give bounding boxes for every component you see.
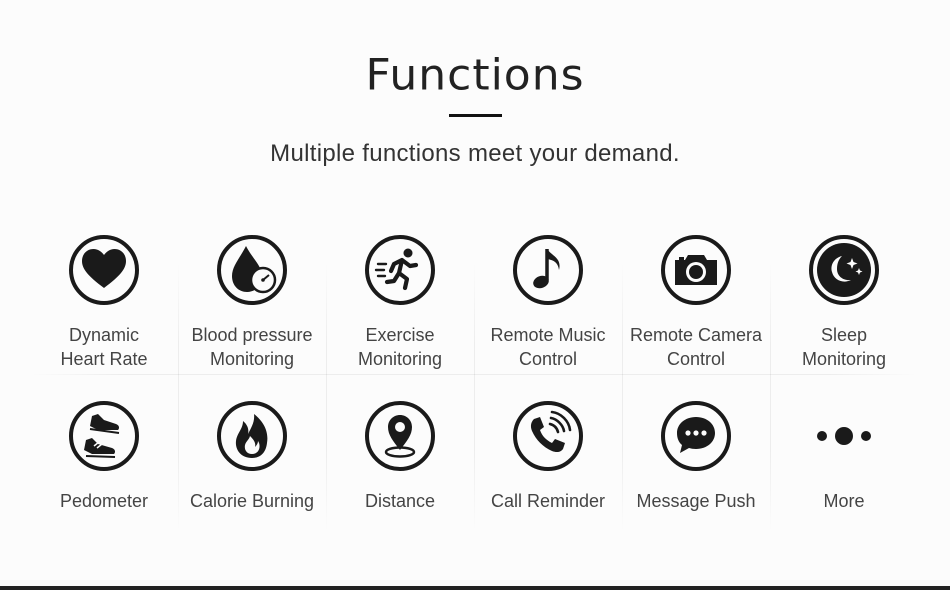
music-note-icon bbox=[512, 234, 584, 306]
feature-label: Message Push bbox=[636, 491, 756, 511]
page-title: Functions bbox=[365, 50, 585, 101]
flame-icon bbox=[216, 400, 288, 472]
location-pin-icon bbox=[364, 400, 436, 472]
chat-bubble-icon bbox=[660, 400, 732, 472]
running-icon bbox=[364, 234, 436, 306]
camera-icon bbox=[660, 234, 732, 306]
feature-label: More bbox=[823, 491, 865, 511]
blood-pressure-icon bbox=[216, 234, 288, 306]
feature-label: Calorie Burning bbox=[189, 491, 315, 511]
grid-divider bbox=[622, 262, 623, 532]
phone-call-icon bbox=[512, 400, 584, 472]
page-subtitle: Multiple functions meet your demand. bbox=[270, 140, 680, 167]
grid-divider bbox=[474, 262, 475, 532]
feature-label: Call Reminder bbox=[490, 491, 606, 511]
moon-stars-icon bbox=[808, 234, 880, 306]
feature-label: Pedometer bbox=[59, 491, 149, 511]
bottom-border bbox=[0, 586, 950, 590]
sneakers-icon bbox=[68, 400, 140, 472]
grid-divider bbox=[770, 262, 771, 532]
heart-icon bbox=[68, 234, 140, 306]
title-underline bbox=[449, 114, 502, 117]
more-dots-icon bbox=[808, 400, 880, 472]
grid-divider bbox=[30, 374, 918, 375]
feature-label: Distance bbox=[364, 491, 436, 511]
grid-divider bbox=[178, 262, 179, 532]
grid-divider bbox=[326, 262, 327, 532]
